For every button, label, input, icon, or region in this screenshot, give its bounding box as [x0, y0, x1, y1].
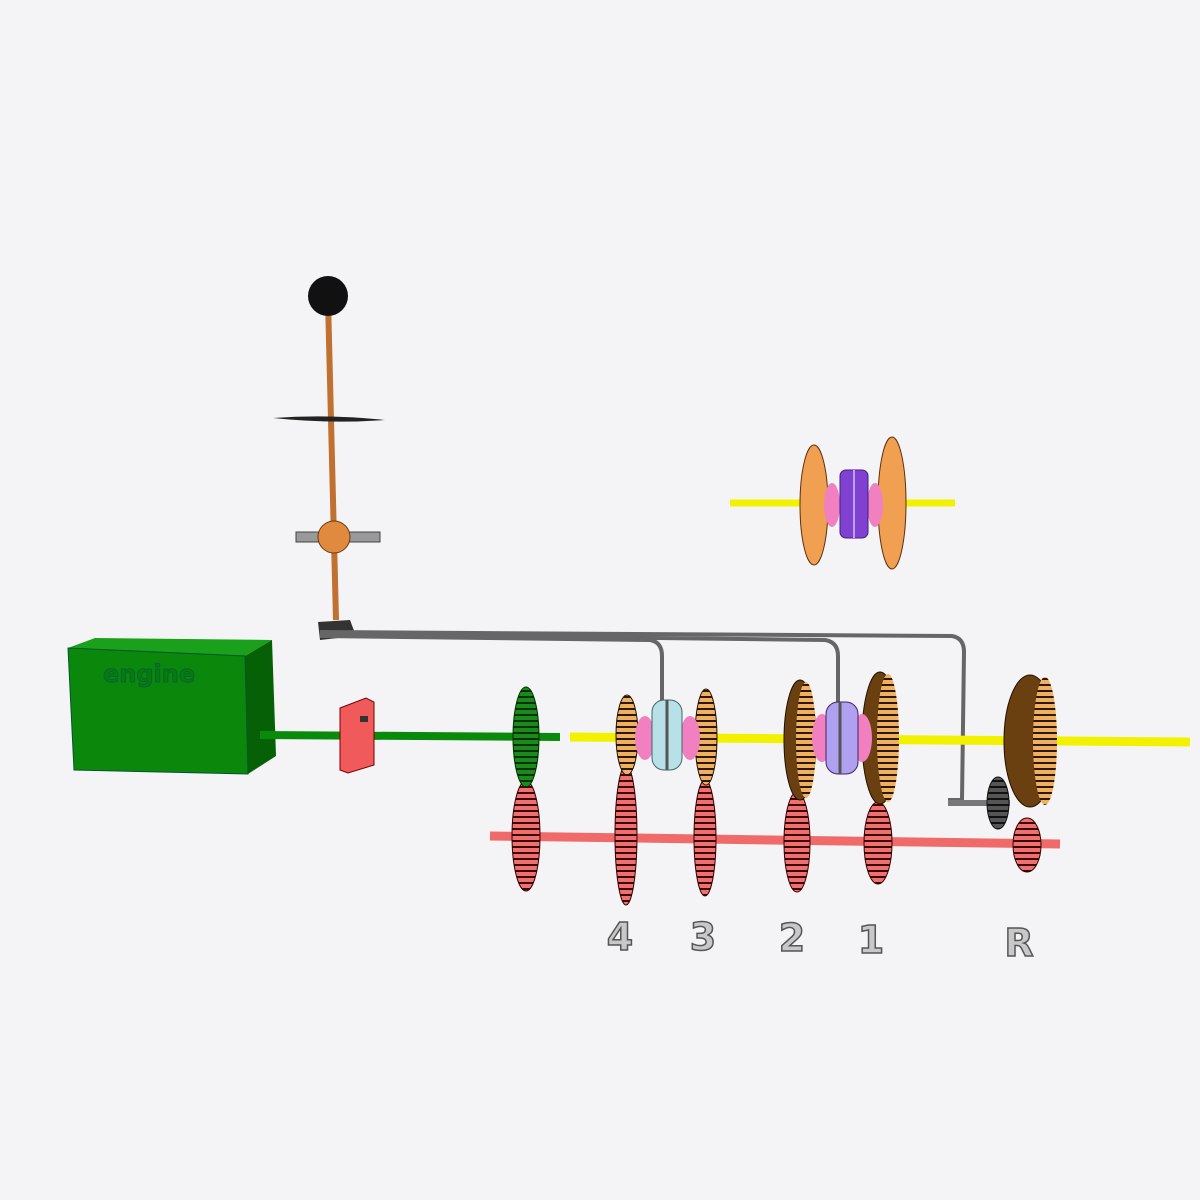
lever-knob[interactable]	[308, 276, 348, 316]
main-gear-4	[615, 694, 639, 776]
engine-block: engine	[67, 638, 276, 775]
engine-label: engine	[103, 660, 195, 688]
shift-rod-3-4	[319, 634, 664, 710]
gear-labels: 4 3 2 1 R	[606, 914, 1034, 966]
mainshaft-gears	[512, 671, 1057, 808]
counter-gear-4	[614, 764, 638, 906]
synchro-3-4	[635, 699, 700, 771]
synchro-detail-inset	[730, 436, 955, 570]
counter-gear-input	[511, 780, 541, 892]
countershaft-gears	[511, 764, 1042, 906]
shift-rods	[319, 630, 967, 802]
gear-label-4: 4	[607, 915, 633, 959]
synchro-1-2	[812, 701, 872, 775]
gear-label-reverse: R	[1004, 921, 1033, 965]
clutch	[339, 697, 375, 774]
input-shaft	[259, 731, 561, 741]
lever-pivot-ball	[317, 520, 351, 554]
reverse-idler	[948, 776, 1010, 830]
gear-label-3: 3	[690, 915, 716, 959]
counter-gear-3	[693, 779, 717, 897]
counter-gear-reverse	[1012, 817, 1042, 873]
lever-stick	[325, 299, 339, 621]
shift-rod-1-2	[319, 632, 840, 710]
shift-rod-reverse	[319, 630, 967, 802]
lever-boot-line	[273, 416, 385, 422]
counter-gear-2	[783, 791, 811, 893]
gear-label-1: 1	[858, 918, 884, 962]
gear-label-2: 2	[779, 916, 805, 960]
counter-gear-1	[863, 801, 893, 885]
input-gear	[512, 686, 540, 788]
countershaft	[489, 831, 1061, 849]
shift-lever[interactable]	[273, 276, 385, 640]
